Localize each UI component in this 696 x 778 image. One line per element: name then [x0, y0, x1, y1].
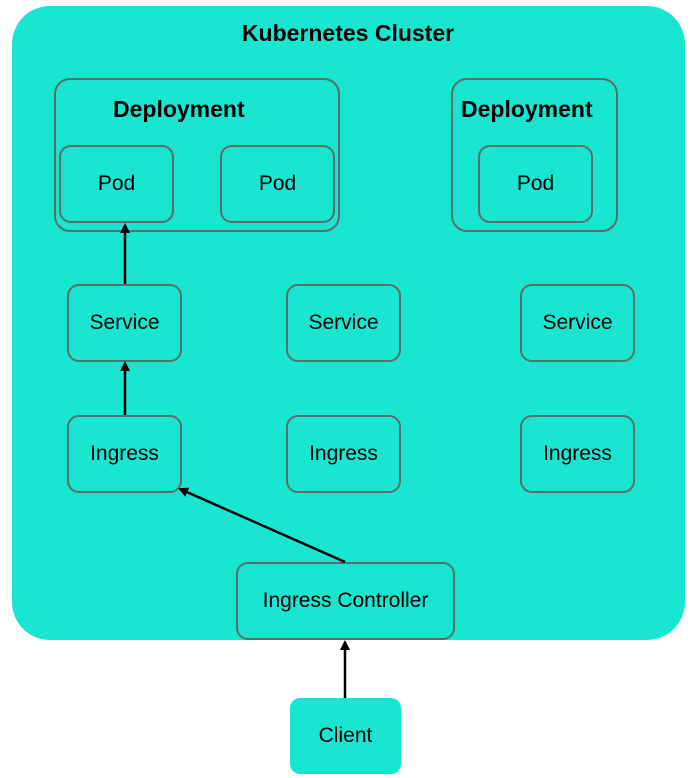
client: Client — [290, 698, 401, 774]
service-3: Service — [520, 284, 635, 362]
deployment-1 — [54, 78, 340, 232]
deployment-1-title: Deployment — [113, 96, 245, 122]
deployment-2-title: Deployment — [461, 96, 593, 122]
ingress-3: Ingress — [520, 415, 635, 493]
ingress-controller: Ingress Controller — [236, 562, 455, 640]
deployment-2-pod-1: Pod — [478, 145, 593, 223]
deployment-1-pod-2: Pod — [220, 145, 335, 223]
cluster-title: Kubernetes Cluster — [241, 20, 455, 46]
deployment-1-pod-1: Pod — [59, 145, 174, 223]
ingress-1: Ingress — [67, 415, 182, 493]
service-2: Service — [286, 284, 401, 362]
deployment-2 — [451, 78, 618, 232]
service-1: Service — [67, 284, 182, 362]
ingress-2: Ingress — [286, 415, 401, 493]
